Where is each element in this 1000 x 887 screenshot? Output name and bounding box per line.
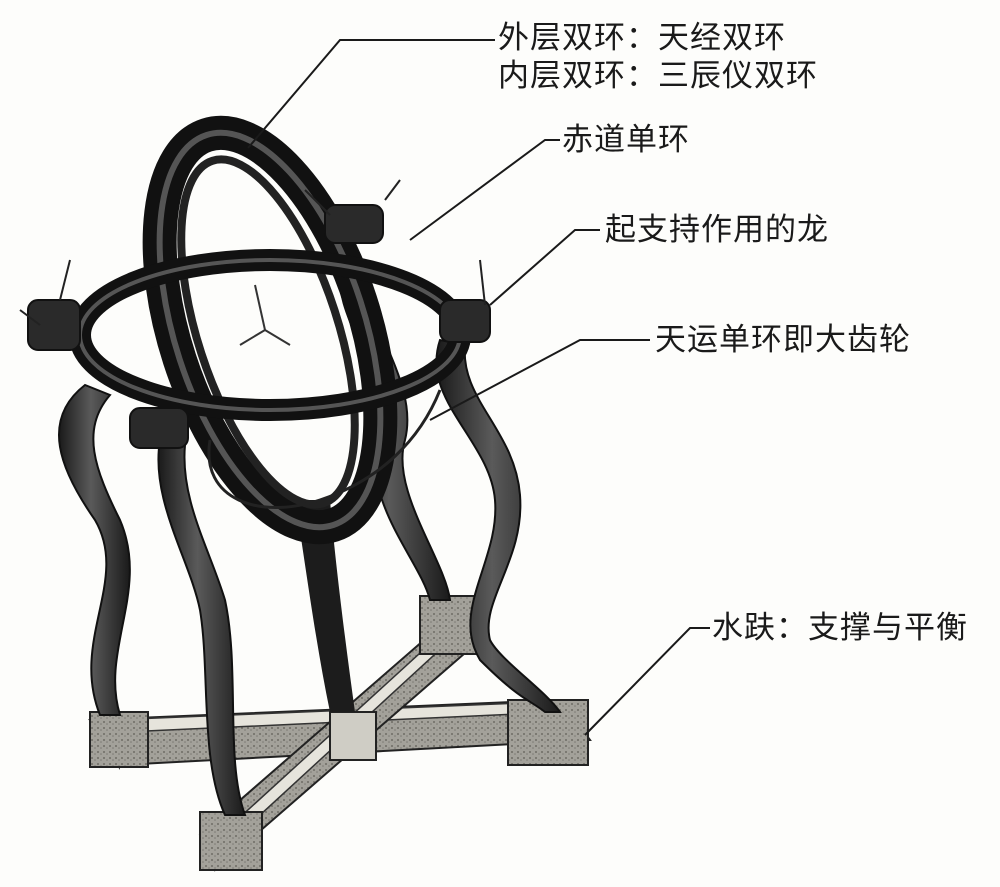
inner-axis: [239, 284, 291, 346]
label-equator-ring: 赤道单环: [562, 122, 690, 158]
gear-ring: [207, 389, 442, 509]
central-post: [295, 500, 355, 712]
callout-leaders: [247, 39, 710, 736]
equator-ring: [69, 249, 471, 421]
label-gear-ring: 天运单环即大齿轮: [655, 322, 911, 358]
label-base-support: 水趺：支撑与平衡: [712, 610, 968, 646]
vertical-double-ring: [142, 115, 398, 545]
label-inner-ring: 内层双环：三辰仪双环: [498, 58, 818, 94]
label-dragon-support: 起支持作用的龙: [605, 212, 829, 248]
label-outer-ring: 外层双环：天经双环: [498, 20, 786, 56]
dragon-heads: [19, 179, 491, 449]
